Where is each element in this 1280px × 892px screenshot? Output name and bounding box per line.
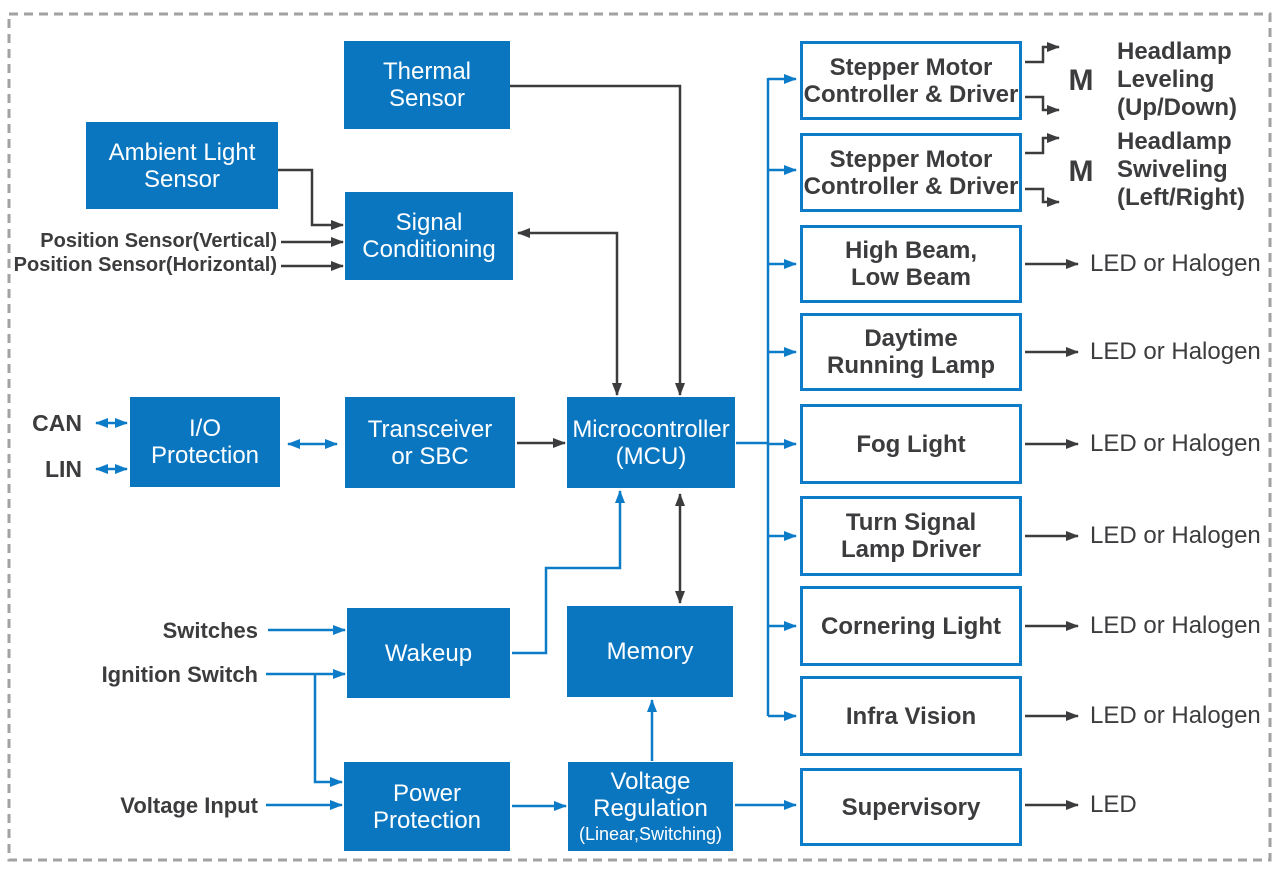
block-sublabel: (Linear,Switching) bbox=[578, 823, 723, 844]
block-signal-conditioning: Signal Conditioning bbox=[345, 192, 513, 280]
block-label: Supervisory bbox=[841, 793, 981, 821]
block-label: Controller & Driver bbox=[803, 172, 1019, 200]
block-label: Regulation bbox=[593, 794, 708, 822]
label-led-or-halogen-fog: LED or Halogen bbox=[1090, 430, 1261, 457]
block-transceiver-or-sbc: Transceiver or SBC bbox=[345, 397, 515, 488]
label-line: (Up/Down) bbox=[1117, 94, 1237, 121]
connector-wakeup-to-mcu bbox=[512, 490, 625, 655]
diagram-dashed-border bbox=[7, 12, 1272, 862]
label-led-supervisory: LED bbox=[1090, 791, 1137, 818]
block-label: Controller & Driver bbox=[803, 80, 1019, 108]
block-wakeup: Wakeup bbox=[347, 608, 510, 698]
block-label: Turn Signal bbox=[845, 509, 977, 536]
block-label: High Beam, bbox=[844, 237, 978, 264]
block-power-protection: Power Protection bbox=[344, 762, 510, 851]
label-headlamp-leveling: Headlamp Leveling (Up/Down) bbox=[1117, 38, 1237, 122]
block-label: I/O bbox=[188, 415, 221, 442]
label-led-or-halogen-cornering: LED or Halogen bbox=[1090, 612, 1261, 639]
block-label: Voltage bbox=[610, 767, 691, 795]
connector-ambient-to-signalcond bbox=[278, 168, 344, 230]
label-led-or-halogen-turnsignal: LED or Halogen bbox=[1090, 522, 1261, 549]
label-line: Leveling bbox=[1117, 66, 1215, 93]
connector-signalcond-mcu-bidir bbox=[517, 228, 622, 396]
block-label: Sensor bbox=[143, 165, 221, 193]
label-line: Headlamp bbox=[1117, 38, 1232, 65]
block-label: Transceiver bbox=[367, 415, 493, 443]
label-line: (Left/Right) bbox=[1117, 184, 1245, 211]
block-label: Protection bbox=[150, 442, 260, 469]
block-turn-signal-lamp-driver: Turn Signal Lamp Driver bbox=[800, 496, 1022, 576]
block-label: Memory bbox=[606, 638, 694, 665]
label-led-or-halogen-highbeam: LED or Halogen bbox=[1090, 250, 1261, 277]
connector-thermal-to-mcu bbox=[510, 84, 685, 396]
label-led-or-halogen-drl: LED or Halogen bbox=[1090, 338, 1261, 365]
block-label: Signal bbox=[395, 209, 463, 236]
block-daytime-running-lamp: Daytime Running Lamp bbox=[800, 313, 1022, 391]
block-label: Daytime bbox=[864, 325, 958, 352]
block-microcontroller: Microcontroller (MCU) bbox=[567, 397, 735, 488]
block-label: Infra Vision bbox=[845, 702, 977, 730]
label-position-sensor-horizontal: Position Sensor(Horizontal) bbox=[13, 254, 277, 276]
label-voltage-input: Voltage Input bbox=[120, 793, 258, 818]
block-label: Sensor bbox=[388, 85, 466, 112]
label-switches: Switches bbox=[162, 618, 258, 643]
block-label: Low Beam bbox=[850, 264, 972, 291]
block-cornering-light: Cornering Light bbox=[800, 586, 1022, 666]
label-line: Swiveling bbox=[1117, 156, 1228, 183]
block-supervisory: Supervisory bbox=[800, 768, 1022, 846]
block-label: (MCU) bbox=[615, 442, 687, 470]
block-ambient-light-sensor: Ambient Light Sensor bbox=[86, 122, 278, 209]
block-label: Power bbox=[392, 779, 462, 807]
label-can: CAN bbox=[32, 410, 82, 436]
block-label: Lamp Driver bbox=[840, 536, 982, 563]
block-label: Fog Light bbox=[856, 430, 966, 458]
block-fog-light: Fog Light bbox=[800, 404, 1022, 484]
block-label: Thermal bbox=[382, 58, 472, 85]
block-memory: Memory bbox=[567, 606, 733, 697]
block-stepper-motor-driver-1: Stepper Motor Controller & Driver bbox=[800, 41, 1022, 120]
label-ignition-switch: Ignition Switch bbox=[101, 662, 258, 687]
connector-stepper2-motor-b bbox=[1025, 187, 1060, 207]
block-label: Running Lamp bbox=[827, 352, 995, 379]
block-stepper-motor-driver-2: Stepper Motor Controller & Driver bbox=[800, 133, 1022, 212]
block-high-low-beam: High Beam, Low Beam bbox=[800, 225, 1022, 303]
block-label: Microcontroller bbox=[572, 415, 730, 443]
label-headlamp-swiveling: Headlamp Swiveling (Left/Right) bbox=[1117, 128, 1245, 212]
block-voltage-regulation: Voltage Regulation (Linear,Switching) bbox=[568, 762, 733, 851]
block-label: Cornering Light bbox=[821, 612, 1001, 640]
block-label: Conditioning bbox=[362, 236, 496, 263]
block-label: Stepper Motor bbox=[829, 145, 993, 173]
connector-stepper1-motor-b bbox=[1025, 95, 1060, 115]
connector-stepper2-motor-a bbox=[1025, 133, 1060, 155]
block-label: Ambient Light bbox=[108, 138, 256, 166]
label-line: Headlamp bbox=[1117, 128, 1232, 155]
label-position-sensor-vertical: Position Sensor(Vertical) bbox=[40, 230, 277, 252]
block-thermal-sensor: Thermal Sensor bbox=[344, 41, 510, 129]
motor-symbol-leveling: M bbox=[1068, 64, 1094, 97]
block-label: Wakeup bbox=[384, 639, 473, 667]
block-label: or SBC bbox=[391, 442, 469, 470]
label-lin: LIN bbox=[44, 456, 82, 482]
label-led-or-halogen-infravision: LED or Halogen bbox=[1090, 702, 1261, 729]
block-infra-vision: Infra Vision bbox=[800, 676, 1022, 756]
connector-stepper1-motor-a bbox=[1025, 42, 1060, 64]
block-io-protection: I/O Protection bbox=[130, 397, 280, 487]
block-label: Protection bbox=[372, 806, 482, 834]
block-label: Stepper Motor bbox=[829, 53, 993, 81]
connector-ignition-to-powerprotection bbox=[313, 674, 343, 787]
motor-symbol-swiveling: M bbox=[1068, 155, 1094, 188]
